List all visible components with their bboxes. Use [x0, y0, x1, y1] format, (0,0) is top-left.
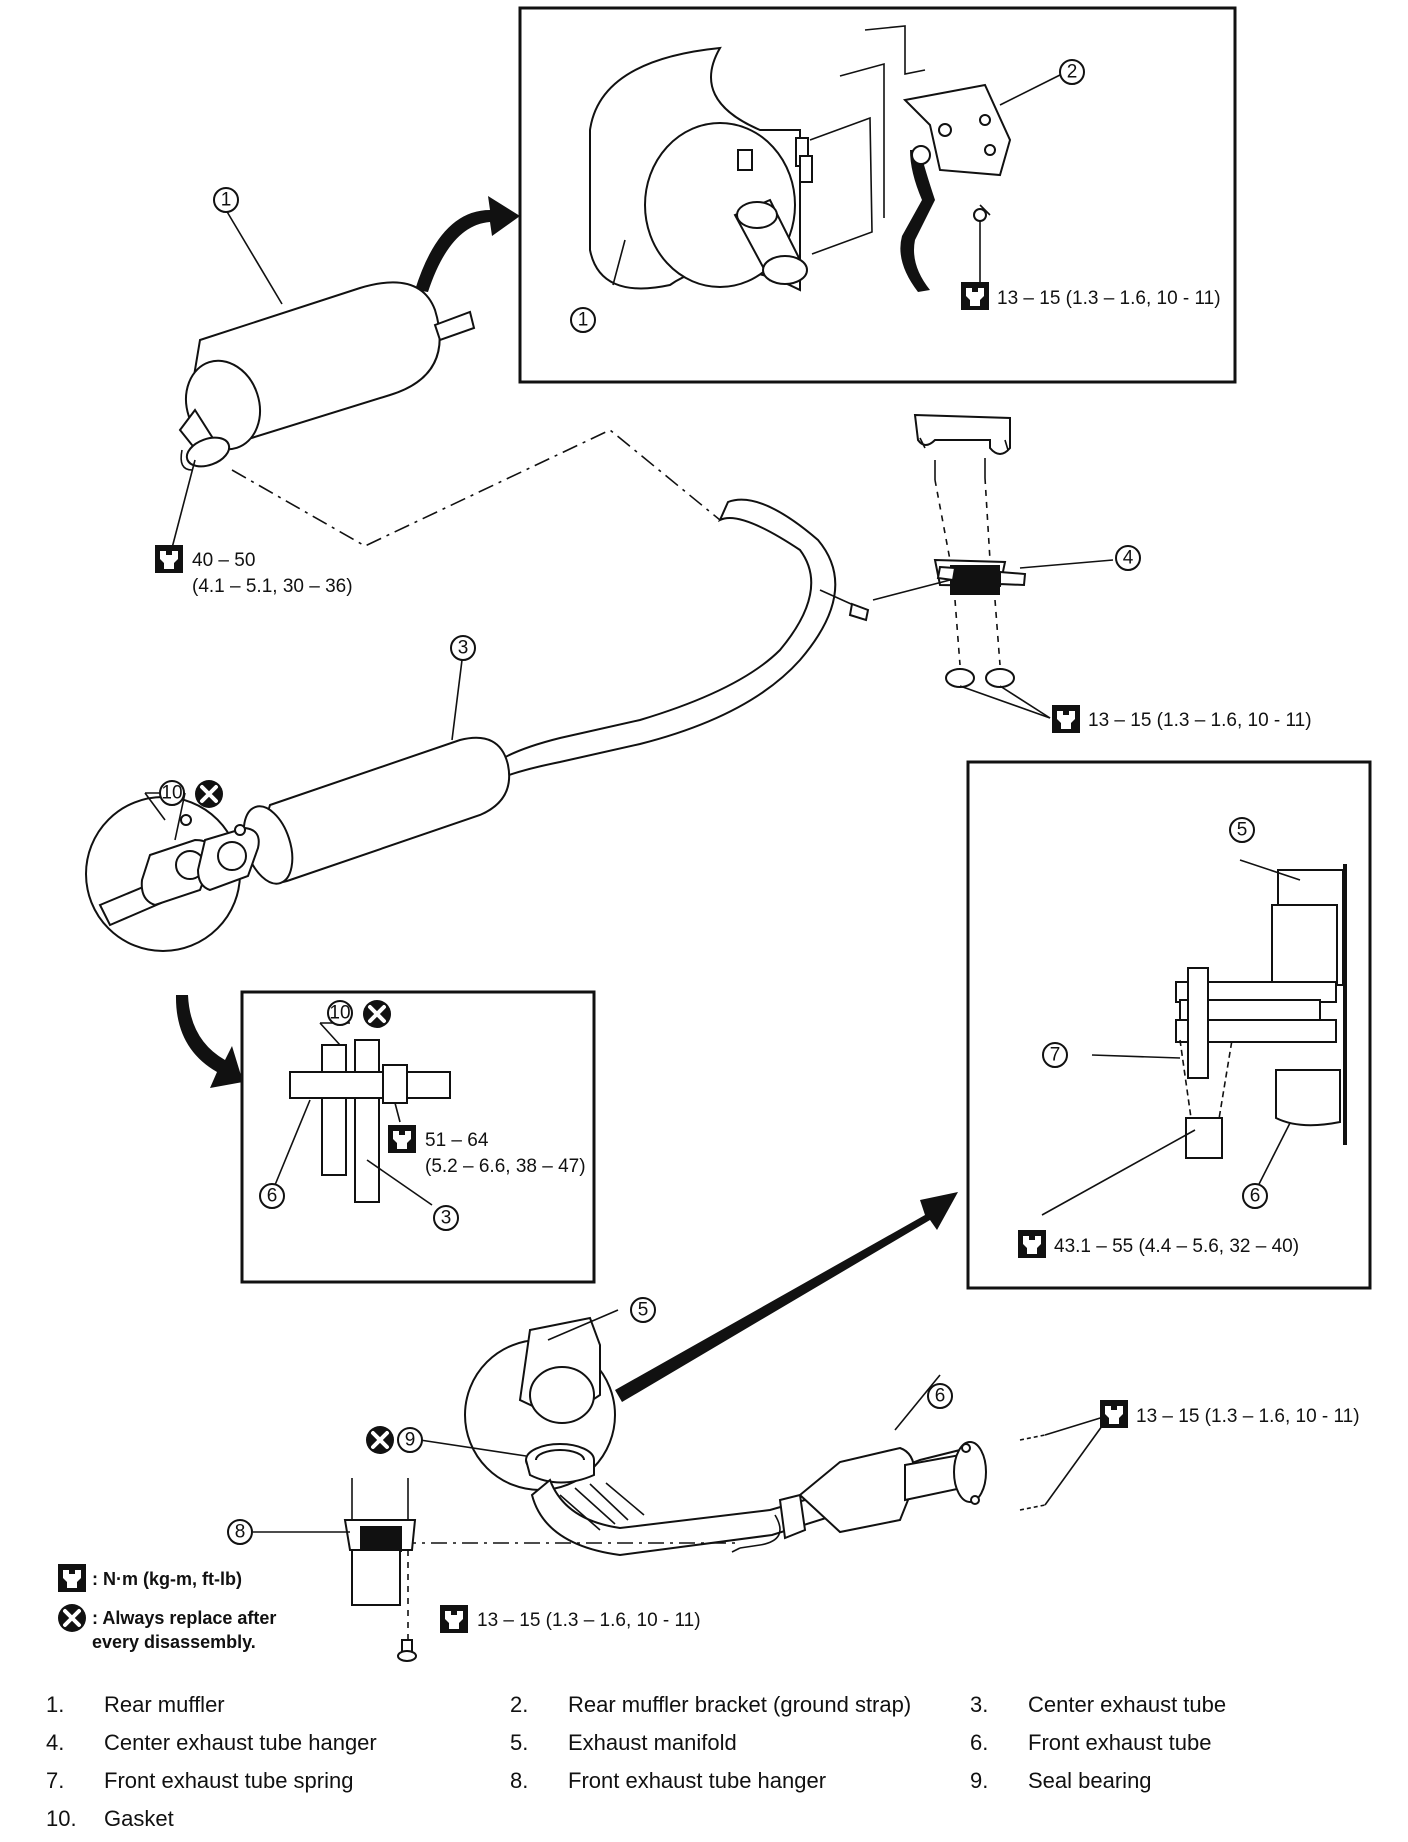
callout-5: 5: [630, 1297, 656, 1323]
callout-3-detail: 3: [433, 1205, 459, 1231]
x-circle-icon: [56, 1602, 88, 1634]
front-exhaust-tube: [419, 1309, 1111, 1557]
svg-text:1: 1: [221, 190, 232, 211]
svg-text:4: 4: [1123, 548, 1134, 569]
svg-text:9: 9: [405, 1430, 416, 1451]
wrench-torque-icon: [388, 1125, 416, 1153]
wrench-torque-icon: [1052, 705, 1080, 733]
callout-3: 3: [450, 635, 476, 661]
svg-text:3: 3: [458, 638, 469, 659]
svg-text:1: 1: [578, 310, 589, 331]
wrench-torque-icon: [961, 282, 989, 310]
svg-text:3: 3: [441, 1208, 452, 1229]
legend-replace-line1: : Always replace after: [92, 1608, 276, 1628]
torque-flange-detail: (5.2 – 6.6, 38 – 47): [425, 1156, 586, 1177]
torque-front-flange: 13 – 15 (1.3 – 1.6, 10 - 11): [1136, 1406, 1360, 1427]
torque-spring: 43.1 – 55 (4.4 – 5.6, 32 – 40): [1054, 1236, 1299, 1257]
wrench-torque-icon: [1100, 1400, 1128, 1428]
pointer-arrow-2: [175, 995, 243, 1088]
torque-hanger8: 13 – 15 (1.3 – 1.6, 10 - 11): [477, 1610, 701, 1631]
wrench-torque-icon: [58, 1564, 86, 1592]
svg-text:6: 6: [267, 1186, 278, 1207]
svg-text:10: 10: [329, 1003, 350, 1024]
svg-text:10: 10: [161, 783, 182, 804]
svg-text:2: 2: [1067, 62, 1078, 83]
center-exhaust-tube-hanger: [872, 413, 1114, 719]
legend-torque-unit: : N·m (kg-m, ft-lb): [92, 1569, 242, 1589]
callout-10: 10: [159, 780, 185, 806]
callout-8: 8: [227, 1519, 253, 1545]
torque-hanger4: 13 – 15 (1.3 – 1.6, 10 - 11): [1088, 710, 1312, 731]
callout-6-detail-flange: 6: [259, 1183, 285, 1209]
svg-text:6: 6: [1250, 1186, 1261, 1207]
wrench-torque-icon: [1018, 1230, 1046, 1258]
pointer-arrow-1: [415, 196, 520, 292]
rear-muffler: [178, 281, 476, 471]
legend-replace-line2: every disassembly.: [92, 1632, 256, 1652]
svg-text:5: 5: [638, 1300, 649, 1321]
callout-9: 9: [397, 1427, 423, 1453]
x-circle-icon: [361, 998, 393, 1030]
detail-box-spring: [966, 760, 1372, 1290]
torque-muffler-clamp: 40 – 50: [192, 550, 255, 571]
callout-1: 1: [213, 187, 239, 213]
callout-1-detail: 1: [570, 307, 596, 333]
callout-6: 6: [927, 1383, 953, 1409]
x-circle-icon: [364, 1424, 396, 1456]
torque-bracket: 13 – 15 (1.3 – 1.6, 10 - 11): [997, 288, 1221, 309]
callout-4: 4: [1115, 545, 1141, 571]
torque-muffler-clamp-detail: (4.1 – 5.1, 30 – 36): [192, 576, 353, 597]
wrench-torque-icon: [155, 545, 183, 573]
front-exhaust-tube-hanger: [253, 1478, 417, 1662]
callout-6-detail-spring: 6: [1242, 1183, 1268, 1209]
callout-5-detail: 5: [1229, 817, 1255, 843]
flange-detail-circle: [85, 796, 260, 952]
x-circle-icon: [193, 778, 225, 810]
pointer-arrow-3: [615, 1192, 958, 1402]
callout-2: 2: [1059, 59, 1085, 85]
svg-text:5: 5: [1237, 820, 1248, 841]
svg-text:6: 6: [935, 1386, 946, 1407]
detail-box-flange: [240, 990, 596, 1284]
torque-flange: 51 – 64: [425, 1130, 489, 1151]
svg-text:7: 7: [1050, 1045, 1061, 1066]
svg-text:8: 8: [235, 1522, 246, 1543]
callout-10-detail: 10: [327, 1000, 353, 1026]
callout-7: 7: [1042, 1042, 1068, 1068]
wrench-torque-icon: [440, 1605, 468, 1633]
detail-box-muffler-bracket: [518, 6, 1237, 384]
